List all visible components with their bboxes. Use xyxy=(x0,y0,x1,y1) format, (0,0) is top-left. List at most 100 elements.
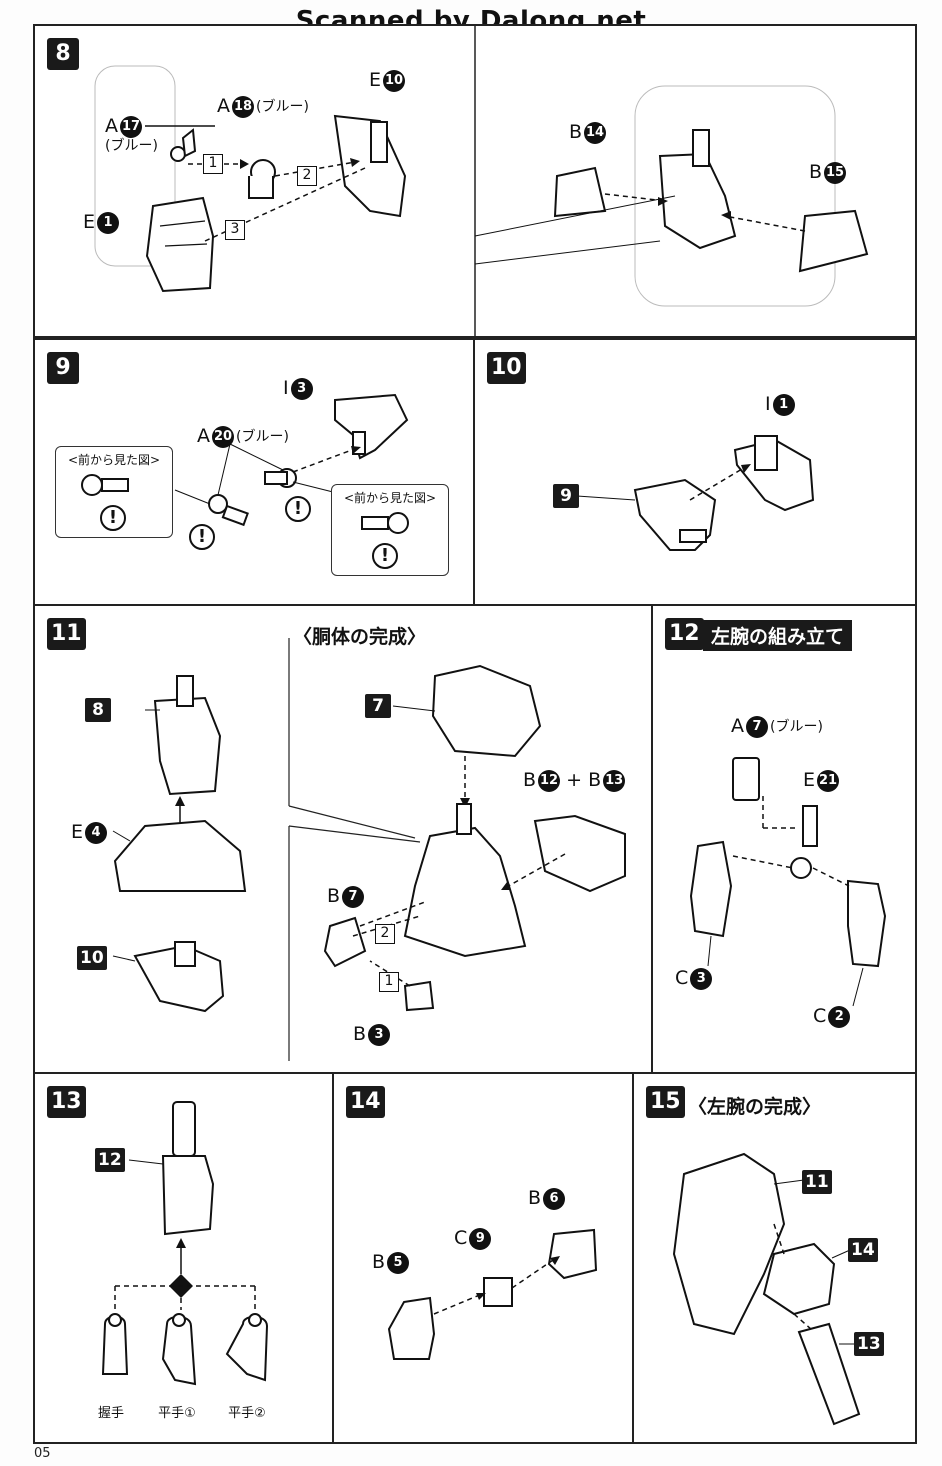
warning-icon: ! xyxy=(100,505,126,531)
step-9-illustration xyxy=(174,393,409,527)
page-number: 05 xyxy=(34,1446,51,1461)
sequence-marker-3: 3 xyxy=(225,220,245,240)
step-12-title: 左腕の組み立て xyxy=(703,620,853,651)
step-13-number: 13 xyxy=(47,1086,86,1118)
step-14-number: 14 xyxy=(346,1086,385,1118)
ref-step-9: 9 xyxy=(553,484,579,508)
front-view-part-left xyxy=(81,474,129,496)
label-a20-num: 20 xyxy=(212,425,234,448)
label-e21-num: 21 xyxy=(817,769,840,792)
label-c2-num: 2 xyxy=(828,1005,851,1028)
label-c9-num: 9 xyxy=(469,1227,492,1250)
label-b6-num: 6 xyxy=(543,1187,566,1210)
ref-step-12: 12 xyxy=(95,1148,125,1172)
label-b14-letter: B xyxy=(569,121,583,143)
label-b7-letter: B xyxy=(327,885,341,907)
label-a17-color: (ブルー) xyxy=(105,138,158,154)
label-e4-num: 4 xyxy=(85,821,108,844)
sequence-marker-2: 2 xyxy=(297,166,317,186)
step-15-number: 15 xyxy=(646,1086,685,1118)
front-view-title-right: <前から見た図> xyxy=(343,491,437,505)
front-view-callout-left: <前から見た図> ! xyxy=(55,446,173,538)
step-15-illustration xyxy=(672,1152,861,1426)
front-view-title-left: <前から見た図> xyxy=(67,453,161,467)
label-a18-letter: A xyxy=(217,95,230,117)
label-b15-letter: B xyxy=(809,161,823,183)
label-c3-letter: C xyxy=(675,967,689,989)
label-a7-color: (ブルー) xyxy=(770,718,823,735)
step-11-number: 11 xyxy=(47,618,86,650)
step-9-number: 9 xyxy=(47,352,79,384)
label-e1-num: 1 xyxy=(97,211,120,234)
step-8-illustration xyxy=(94,26,869,336)
label-i3-letter: I xyxy=(283,377,289,399)
label-a18-color: (ブルー) xyxy=(256,98,309,115)
front-view-part-right xyxy=(361,512,409,534)
step-8-panel: 8 xyxy=(33,24,917,338)
warning-icon: ! xyxy=(285,496,311,522)
label-a7-num: 7 xyxy=(746,715,768,738)
step-13-panel: 13 12 握手 平手① 平手② xyxy=(33,1072,334,1444)
label-a17-num: 17 xyxy=(120,115,142,138)
sequence-marker-2: 2 xyxy=(375,924,395,944)
label-b15-num: 15 xyxy=(824,161,847,184)
ref-step-10: 10 xyxy=(77,946,107,970)
front-view-callout-right: <前から見た図> ! xyxy=(331,484,449,576)
ref-step-11: 11 xyxy=(802,1170,832,1194)
label-b3-letter: B xyxy=(353,1023,367,1045)
hand-label-grip: 握手 xyxy=(97,1406,124,1421)
label-c9-letter: C xyxy=(454,1227,468,1249)
label-b12-letter: B xyxy=(523,769,537,791)
hand-label-open-2: 平手② xyxy=(228,1406,266,1421)
label-b5-num: 5 xyxy=(387,1251,410,1274)
ref-step-7: 7 xyxy=(365,694,391,718)
label-c3-num: 3 xyxy=(690,967,713,990)
label-a20-color: (ブルー) xyxy=(236,428,289,445)
label-a17-letter: A xyxy=(105,115,118,137)
step-14-illustration xyxy=(387,1228,598,1360)
step-12-number: 12 xyxy=(665,618,704,650)
label-i1-letter: I xyxy=(765,393,771,415)
label-b14-num: 14 xyxy=(584,121,607,144)
step-15-panel: 15 〈左腕の完成〉 11 14 13 xyxy=(632,1072,917,1444)
label-e1-letter: E xyxy=(83,211,96,233)
label-a17-sub: (ブルー) xyxy=(105,134,158,158)
ref-step-8: 8 xyxy=(85,698,111,722)
label-i1-num: 1 xyxy=(772,393,795,416)
step-8-number: 8 xyxy=(47,38,79,70)
warning-icon: ! xyxy=(372,543,398,569)
step-11-panel: 11 〈胴体の完成〉 xyxy=(33,604,653,1074)
step-10-number: 10 xyxy=(487,352,526,384)
step-11-illustration xyxy=(112,638,626,1061)
label-e10-letter: E xyxy=(369,69,382,91)
label-b6-letter: B xyxy=(528,1187,542,1209)
ref-step-13: 13 xyxy=(854,1332,884,1356)
label-i3-num: 3 xyxy=(290,377,313,400)
hand-label-open-1: 平手① xyxy=(158,1406,196,1421)
sequence-marker-1: 1 xyxy=(379,972,399,992)
label-b13-letter: B xyxy=(588,769,602,791)
step-13-illustration xyxy=(101,1101,269,1386)
